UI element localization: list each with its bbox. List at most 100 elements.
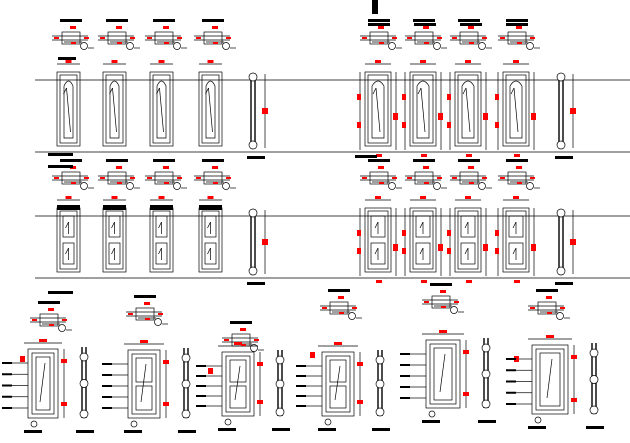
plan-label-bar (60, 19, 82, 22)
plan-label-bar (106, 19, 128, 22)
detail-section-hinge (375, 355, 385, 365)
detail-height-tick (257, 362, 263, 366)
plan-dimension-tick (177, 37, 182, 39)
leader-label-bar (196, 375, 206, 377)
leader-label-bar (196, 365, 206, 367)
plan-label-bar (230, 321, 252, 324)
plan-label-bar (506, 19, 528, 22)
door-handle-line (63, 87, 67, 95)
door-frame (56, 71, 81, 147)
detail-lower-panel (135, 385, 153, 411)
row-label-bar (48, 291, 73, 294)
detail-door-leaf (429, 343, 457, 405)
door-upper-panel (415, 215, 431, 238)
plan-swing-symbol (433, 42, 441, 50)
door-frame (454, 207, 482, 273)
door-leaf (59, 74, 78, 144)
plan-swing-symbol (154, 318, 162, 326)
row-label-bar (48, 153, 73, 156)
detail-section-hinge (375, 379, 385, 389)
door-leaf (152, 74, 171, 144)
door-panel (371, 80, 385, 139)
door-width-tick (207, 60, 214, 63)
detail-section-hinge (79, 409, 89, 419)
plan-dimension-tick (530, 177, 535, 179)
detail-panel (433, 347, 453, 401)
leader-label-bar (296, 395, 306, 397)
section-label-bar (555, 282, 573, 285)
plan-dimension-tick (469, 42, 474, 44)
door-handle-line (465, 87, 471, 133)
detail-label-bar (124, 430, 142, 433)
detail-height-tick (571, 398, 577, 402)
door-handle-line (158, 221, 162, 229)
door-width-tick (65, 196, 72, 199)
section-bottom-hinge (556, 266, 566, 276)
door-head-bar (150, 205, 173, 210)
leader-label-bar (400, 364, 410, 366)
bottom-dimension-tick (514, 280, 520, 283)
plan-label-bar (458, 159, 480, 162)
door-handle-line (205, 87, 209, 95)
plan-label-bar (536, 289, 558, 292)
door-panel (509, 80, 523, 139)
plan-dimension-tick (362, 177, 367, 179)
sheet-tag (372, 0, 378, 14)
detail-label-bar (272, 428, 290, 431)
plan-dimension-tick (379, 42, 384, 44)
door-upper-panel (155, 215, 168, 238)
plan-swing-symbol (173, 42, 181, 50)
door-upper-panel (108, 215, 121, 238)
door-frame (502, 71, 530, 147)
plan-dimension-tick (469, 182, 474, 184)
plan-dimension-tick (116, 166, 122, 169)
detail-section-hinge (481, 343, 491, 353)
side-dimension-tick (531, 244, 536, 251)
door-handle-line (65, 247, 69, 255)
door-width-tick (375, 60, 381, 63)
plan-dimension-tick (516, 26, 522, 29)
plan-dimension-tick (241, 344, 246, 346)
plan-dimension-tick (116, 26, 122, 29)
plan-dimension-tick (530, 307, 535, 309)
door-leaf (505, 210, 527, 270)
row-label-bar (355, 155, 377, 158)
bottom-dimension-tick (466, 280, 472, 283)
detail-label-bar (528, 426, 546, 429)
section-label-bar (555, 156, 573, 159)
leader-label-bar (102, 374, 112, 376)
door-handle-line (158, 247, 162, 255)
door-width-tick (111, 196, 118, 199)
plan-dimension-tick (517, 42, 522, 44)
door-width-tick (207, 196, 214, 199)
door-width-tick (375, 196, 381, 199)
door-handle-line (417, 87, 422, 95)
door-handle-line (156, 87, 160, 95)
door-lower-panel (370, 242, 386, 265)
door-handle-line (65, 221, 69, 229)
door-upper-panel (370, 215, 386, 238)
label-bars (2, 0, 604, 433)
plan-swing-symbol (450, 306, 458, 314)
door-handle-line (374, 221, 379, 229)
side-dimension-tick (495, 122, 499, 128)
detail-door-frame (221, 351, 255, 417)
detail-height-tick (571, 355, 577, 359)
drawing-lines (12, 31, 630, 428)
plan-dimension-tick (437, 177, 442, 179)
plan-dimension-tick (500, 37, 505, 39)
plan-dimension-tick (560, 307, 565, 309)
detail-label-bar (318, 428, 336, 431)
door-panel (109, 80, 120, 139)
detail-lower-panel (329, 385, 347, 409)
door-frame (364, 207, 392, 273)
door-frame (409, 71, 437, 147)
plan-dimension-tick (212, 26, 218, 29)
plan-dimension-tick (530, 37, 535, 39)
section-bottom-hinge (248, 140, 258, 150)
leader-label-bar (400, 353, 410, 355)
plan-dimension-tick (100, 177, 105, 179)
detail-door-leaf (131, 353, 157, 415)
side-dimension-tick (402, 94, 406, 100)
plan-label-bar (202, 19, 224, 22)
